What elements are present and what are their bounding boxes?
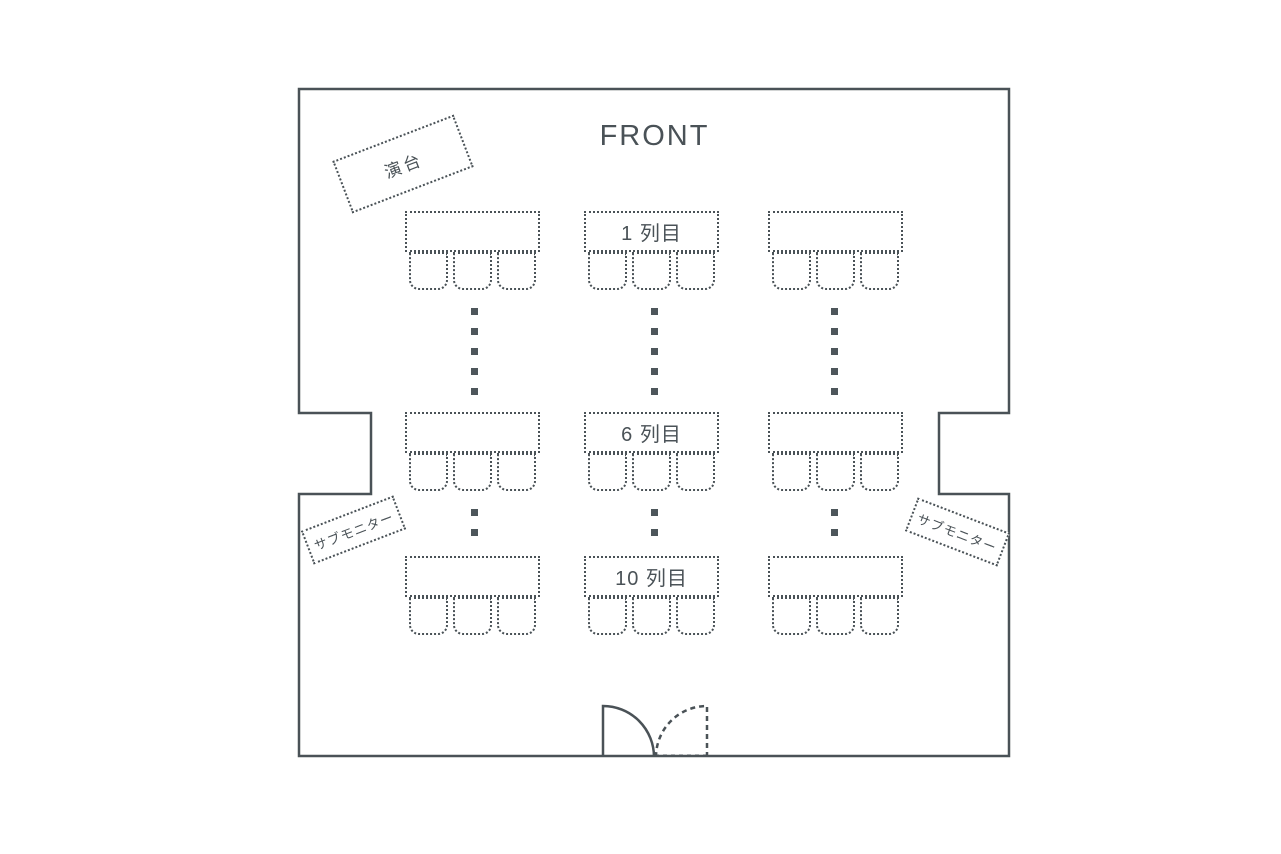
table-group [405, 556, 540, 636]
chair [497, 252, 536, 290]
chair [676, 597, 715, 635]
table [768, 211, 903, 252]
chair [409, 453, 448, 491]
chair [816, 252, 855, 290]
chair [816, 597, 855, 635]
door-leaf-solid [601, 704, 656, 758]
chair [676, 252, 715, 290]
table [405, 211, 540, 252]
table [768, 556, 903, 597]
chair [497, 597, 536, 635]
chair [772, 252, 811, 290]
table-group [768, 412, 903, 492]
stage-label: 演台 [381, 149, 426, 182]
table-group [405, 412, 540, 492]
table-group: 6 列目 [584, 412, 719, 492]
row-continuation-dots [471, 509, 478, 536]
chair [409, 252, 448, 290]
row-continuation-dots [651, 308, 658, 395]
chair [409, 597, 448, 635]
row-continuation-dots [831, 308, 838, 395]
chair [772, 453, 811, 491]
chair [453, 597, 492, 635]
chair [632, 597, 671, 635]
table [405, 556, 540, 597]
chair [632, 453, 671, 491]
table-group [768, 556, 903, 636]
table: 10 列目 [584, 556, 719, 597]
chair [453, 252, 492, 290]
chair [860, 252, 899, 290]
table: 1 列目 [584, 211, 719, 252]
chair [632, 252, 671, 290]
chair [497, 453, 536, 491]
chair [816, 453, 855, 491]
chair [453, 453, 492, 491]
row-continuation-dots [471, 308, 478, 395]
chair [588, 597, 627, 635]
table [768, 412, 903, 453]
row-continuation-dots [651, 509, 658, 536]
table [405, 412, 540, 453]
room-walls [297, 87, 1011, 758]
row-label: 10 列目 [615, 568, 688, 590]
row-continuation-dots [831, 509, 838, 536]
chair [588, 453, 627, 491]
row-label: 6 列目 [621, 424, 682, 446]
chair [588, 252, 627, 290]
table-group: 10 列目 [584, 556, 719, 636]
chair [676, 453, 715, 491]
chair [860, 453, 899, 491]
door-leaf-dashed [654, 704, 709, 758]
front-label: FRONT [599, 120, 710, 152]
table-group [768, 211, 903, 291]
chair [860, 597, 899, 635]
table-group: 1 列目 [584, 211, 719, 291]
table-group [405, 211, 540, 291]
chair [772, 597, 811, 635]
table: 6 列目 [584, 412, 719, 453]
row-label: 1 列目 [621, 223, 682, 245]
